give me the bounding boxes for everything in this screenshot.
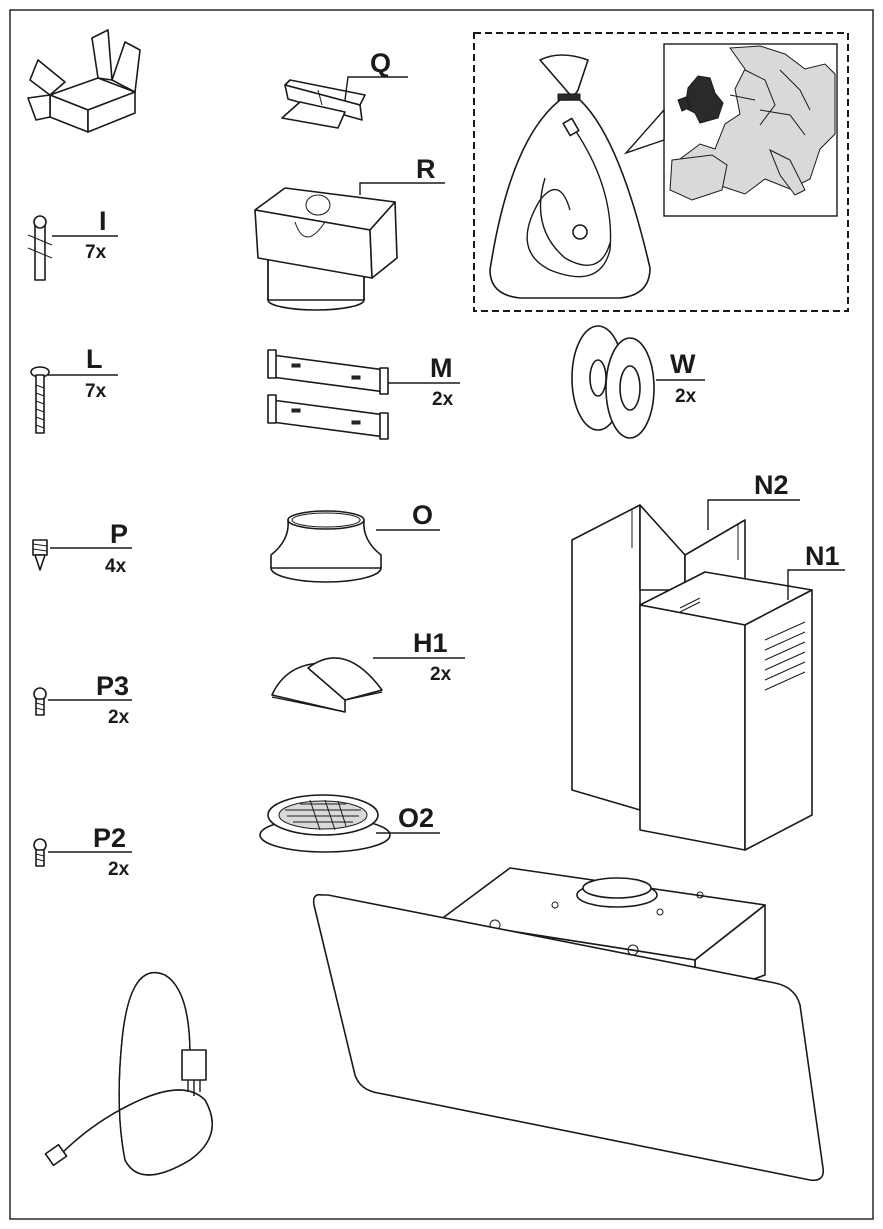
label-r: R	[416, 154, 436, 184]
hood-body-icon	[312, 867, 825, 1182]
label-q: Q	[370, 48, 391, 78]
qty-i: 7x	[85, 242, 107, 263]
qty-p: 4x	[105, 556, 127, 577]
qty-p2: 2x	[108, 859, 130, 880]
label-p2: P2	[93, 823, 126, 853]
label-n1: N1	[805, 541, 840, 571]
page-border	[9, 9, 874, 1220]
reducer-o	[270, 510, 382, 583]
wall-plug-i	[27, 215, 53, 281]
label-i: I	[99, 206, 107, 236]
spacer-w	[571, 325, 655, 439]
qty-l: 7x	[85, 381, 107, 402]
leader-r	[359, 182, 445, 195]
screw-l	[30, 366, 50, 434]
label-o2: O2	[398, 803, 434, 833]
screw-p	[32, 539, 48, 571]
label-m: M	[430, 353, 453, 383]
screw-p2	[33, 838, 47, 867]
europe-map-icon	[623, 43, 838, 217]
qty-p3: 2x	[108, 707, 130, 728]
chimney-n2	[571, 504, 746, 811]
chimney-n1	[639, 571, 813, 851]
qty-h1: 2x	[430, 664, 452, 685]
filter-o2	[259, 794, 391, 853]
label-o: O	[412, 500, 433, 530]
power-cable-icon	[44, 971, 213, 1176]
accessory-bag-frame	[473, 32, 849, 312]
label-h1: H1	[413, 628, 448, 658]
label-l: L	[86, 344, 103, 374]
screw-p3	[33, 687, 47, 716]
label-p3: P3	[96, 671, 129, 701]
box-icon	[27, 29, 141, 133]
support-r	[254, 187, 398, 311]
bracket-q	[281, 79, 366, 129]
bag-with-power-cable-icon	[489, 54, 651, 299]
qty-m: 2x	[432, 389, 454, 410]
leader-q	[344, 76, 408, 101]
label-p: P	[110, 519, 128, 549]
bracket-m	[267, 349, 389, 440]
label-n2: N2	[754, 470, 789, 500]
leader-n1	[787, 569, 845, 600]
flap-h1	[271, 657, 383, 713]
label-w: W	[670, 349, 696, 379]
leader-n2	[707, 499, 800, 530]
qty-w: 2x	[675, 386, 697, 407]
